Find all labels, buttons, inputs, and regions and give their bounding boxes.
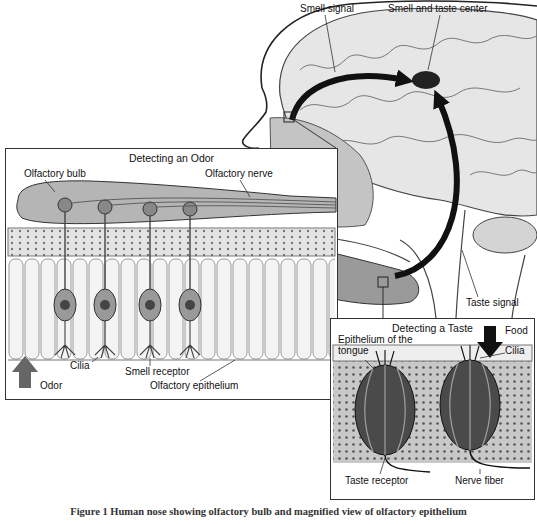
- figure-caption: Figure 1 Human nose showing olfactory bu…: [5, 506, 532, 517]
- glomerulus: [58, 198, 72, 212]
- cell-nucleus: [185, 300, 195, 310]
- smell-signal-arrow: [292, 76, 405, 120]
- neck-outline: [512, 255, 525, 318]
- receptor-cell: [54, 289, 76, 321]
- zoom-line: [383, 287, 384, 318]
- part-label: Food: [505, 325, 528, 336]
- receptor-cell: [139, 289, 161, 321]
- part-label: Smell receptor: [125, 366, 189, 377]
- leader-line: [150, 358, 151, 366]
- tongue-tissue: [333, 345, 532, 463]
- bone-plate: [8, 228, 335, 256]
- part-label: Olfactory bulb: [24, 168, 86, 179]
- part-label: Cilia: [505, 345, 524, 356]
- part-label: Nerve fiber: [455, 475, 504, 486]
- part-label: Cilia: [70, 360, 89, 371]
- cell-nucleus: [100, 300, 110, 310]
- inset-title: Detecting an Odor: [6, 149, 337, 164]
- part-label: Smell and taste center: [388, 3, 488, 14]
- cell-nucleus: [145, 300, 155, 310]
- leader-line: [45, 180, 55, 192]
- receptor-cells: [365, 360, 491, 455]
- receptor-cell: [179, 289, 201, 321]
- smell-taste-center: [412, 71, 440, 89]
- signal-label: Smell signal: [300, 3, 354, 14]
- brainstem: [456, 210, 465, 318]
- cell-nucleus: [60, 300, 70, 310]
- part-label: Olfactory epithelium: [150, 380, 238, 391]
- taste-cilia: [376, 345, 479, 365]
- part-label: Olfactory nerve: [205, 168, 273, 179]
- leader-line: [480, 469, 481, 474]
- leader-line: [462, 250, 478, 297]
- pharynx: [400, 240, 436, 318]
- zoom-marker: [378, 277, 388, 287]
- brain-gyri: [300, 35, 537, 70]
- leader-line: [325, 15, 335, 72]
- part-label: Epithelium of the tongue: [338, 334, 416, 356]
- glomerulus: [183, 202, 197, 216]
- inset-title: Detecting a Taste: [331, 319, 534, 334]
- leader-line: [365, 360, 375, 370]
- epithelium-surface: [8, 360, 335, 361]
- epithelium-cells: [8, 258, 335, 360]
- leader-line: [428, 15, 440, 70]
- bone-plate-texture: [8, 228, 335, 256]
- brain-gyri: [330, 135, 537, 145]
- part-label: Taste receptor: [345, 475, 408, 486]
- brain-gyri: [300, 88, 520, 110]
- receptor-cell: [94, 289, 116, 321]
- cerebellum: [473, 217, 537, 253]
- zoom-line: [294, 120, 336, 148]
- nerve-fibers: [72, 198, 336, 208]
- signal-label: Taste signal: [466, 297, 519, 308]
- brain-gyri: [470, 170, 537, 175]
- cilia: [55, 321, 200, 358]
- zoom-marker: [284, 112, 294, 122]
- tissue-texture: [333, 345, 532, 463]
- glomerulus: [143, 202, 157, 216]
- part-label: Odor: [40, 380, 62, 391]
- leader-line: [480, 353, 505, 358]
- taste-signal-arrow: [395, 98, 457, 276]
- glomerulus: [98, 200, 112, 214]
